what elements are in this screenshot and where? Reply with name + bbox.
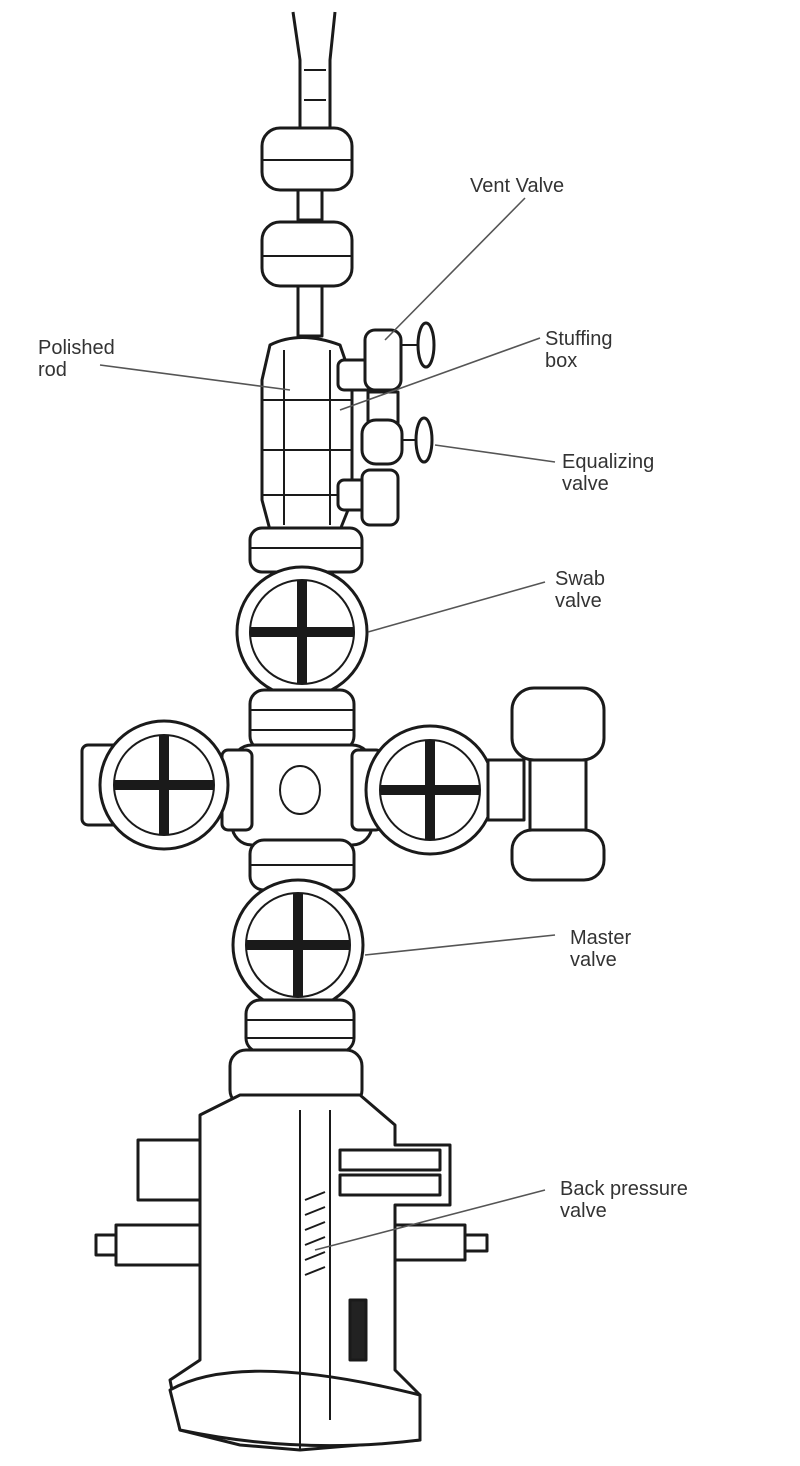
flow-tee	[80, 686, 606, 882]
swab-valve-body	[235, 565, 369, 699]
label-back-pressure-valve: Back pressure valve	[560, 1178, 693, 1222]
equalizing-valve-handwheel-icon	[414, 416, 434, 464]
vent-valve-handwheel-icon	[416, 321, 436, 369]
stuffing-box-body	[260, 336, 354, 532]
side-valve-branch	[336, 321, 436, 527]
tubing-head	[94, 1048, 489, 1452]
label-equalizing-valve: Equalizing valve	[562, 451, 660, 495]
master-valve-body	[231, 878, 365, 1012]
label-polished-rod: Polished rod	[38, 337, 120, 381]
polished-rod-assembly	[260, 11, 354, 338]
label-stuffing-box: Stuffing box	[545, 328, 618, 372]
label-swab-valve: Swab valve	[555, 568, 611, 612]
leader-lines	[99, 197, 556, 1251]
label-vent-valve: Vent Valve	[470, 175, 564, 197]
label-master-valve: Master valve	[570, 927, 637, 971]
